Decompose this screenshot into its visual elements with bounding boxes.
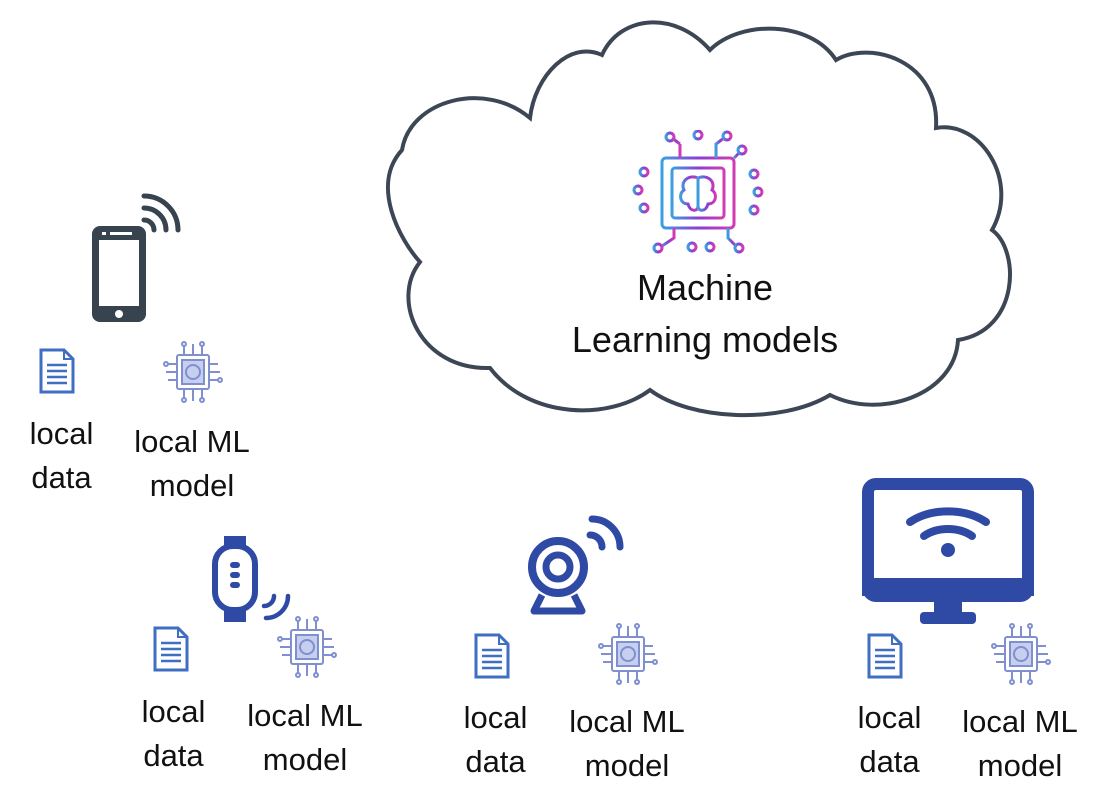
document-icon	[474, 633, 510, 679]
document-icon	[153, 626, 189, 672]
smartphone-icon	[92, 193, 181, 322]
local-data-label: local data	[463, 700, 528, 779]
ai-brain-chip-icon	[632, 130, 764, 254]
local-ml-model-label: local ML model	[247, 698, 363, 777]
local-ml-model-label: local ML model	[962, 704, 1078, 783]
ml-chip-icon	[598, 623, 658, 685]
local-ml-model-label: local ML model	[569, 704, 685, 783]
monitor-icon	[862, 478, 1034, 624]
smartwatch-icon	[212, 536, 291, 622]
local-data-label: local data	[857, 700, 922, 779]
ml-chip-icon	[277, 616, 337, 678]
ml-chip-icon	[991, 623, 1051, 685]
ml-chip-icon	[163, 341, 223, 403]
document-icon	[39, 348, 75, 394]
local-ml-model-label: local ML model	[134, 424, 250, 503]
cloud-label: Machine Learning models	[571, 267, 839, 360]
local-data-label: local data	[29, 416, 94, 495]
local-data-label: local data	[141, 694, 206, 773]
document-icon	[867, 633, 903, 679]
webcam-icon	[528, 515, 624, 615]
